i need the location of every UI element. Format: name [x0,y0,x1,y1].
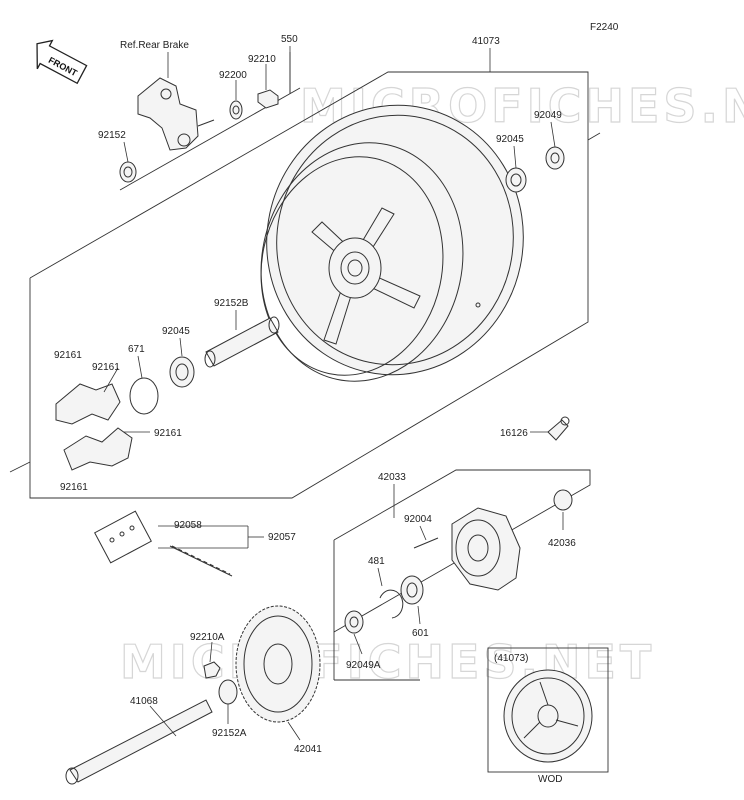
part-92058 [94,510,152,564]
part-92045-top [505,167,527,193]
part-481 [379,589,404,619]
figure-code: F2240 [590,22,619,33]
label-92058: 92058 [174,520,202,531]
part-92152 [119,161,137,183]
part-92200 [229,100,243,120]
brake-caliper-bracket [137,77,215,151]
label-671: 671 [128,344,145,355]
label-41068: 41068 [130,696,158,707]
label-inset-note: WOD [538,774,562,785]
part-92152A [218,679,238,705]
label-92161-b: 92161 [92,362,120,373]
front-arrow-icon: FRONT [36,39,88,85]
part-92152B [204,316,280,368]
part-92057 [169,545,233,577]
label-inset-ref: (41073) [494,653,528,664]
label-92049: 92049 [534,110,562,121]
label-ref-rear-brake: Ref.Rear Brake [120,40,189,51]
label-92004: 92004 [404,514,432,525]
label-92057: 92057 [268,532,296,543]
label-42036: 42036 [548,538,576,549]
label-601: 601 [412,628,429,639]
label-41073: 41073 [472,36,500,47]
label-16126: 16126 [500,428,528,439]
label-92049A: 92049A [346,660,381,671]
label-92210: 92210 [248,54,276,65]
part-42033 [451,507,521,591]
part-92210 [257,89,279,109]
label-481: 481 [368,556,385,567]
leader-lines [103,46,564,741]
part-92049 [545,146,565,170]
label-92045-mid: 92045 [162,326,190,337]
label-92152: 92152 [98,130,126,141]
part-601 [400,575,424,605]
part-92004 [413,537,439,549]
label-42033: 42033 [378,472,406,483]
label-550: 550 [281,34,298,45]
hub-group-box [333,469,591,633]
label-92161-c: 92161 [154,428,182,439]
label-92045-top: 92045 [496,134,524,145]
label-92210A: 92210A [190,632,225,643]
label-92152A: 92152A [212,728,247,739]
label-42041: 42041 [294,744,322,755]
label-92200: 92200 [219,70,247,81]
part-92049A [344,610,364,634]
part-92161-dampers [55,383,133,471]
label-92161-d: 92161 [60,482,88,493]
part-671 [129,377,159,415]
wheel-variant-inset [487,647,609,773]
rear-wheel-41073 [260,104,524,382]
label-92161-a: 92161 [54,350,82,361]
wheel-group-box [29,71,589,499]
part-41068 [65,699,213,785]
part-92210A [203,661,221,679]
part-16126 [547,416,570,441]
part-92045-mid [169,356,195,388]
part-42036 [553,489,573,511]
part-42041 [235,605,321,723]
label-92152B: 92152B [214,298,249,309]
